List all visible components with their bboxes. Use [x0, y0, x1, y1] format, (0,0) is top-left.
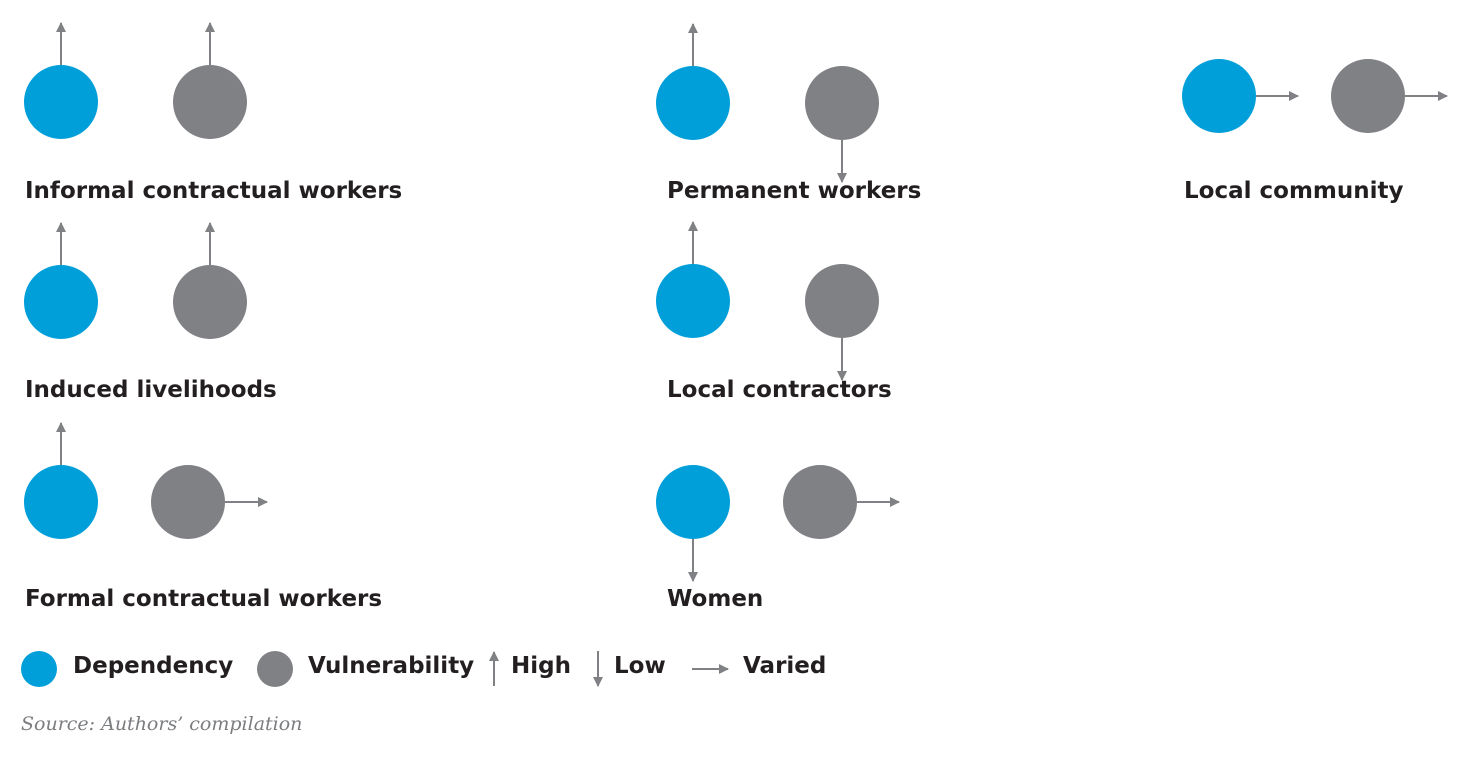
source-note: Source: Authors’ compilation [21, 713, 303, 735]
legend-dependency-label: Dependency [73, 653, 234, 679]
vulnerability-circle-informal-contractual-workers [173, 65, 247, 139]
legend-vulnerability-label: Vulnerability [308, 653, 475, 679]
dependency-circle-local-community [1182, 59, 1256, 133]
vulnerability-circle-permanent-workers [805, 66, 879, 140]
group-label-permanent-workers: Permanent workers [667, 178, 922, 204]
group-label-local-contractors: Local contractors [667, 377, 892, 403]
dependency-circle-informal-contractual-workers [24, 65, 98, 139]
dependency-circle-permanent-workers [656, 66, 730, 140]
legend-varied-label: Varied [743, 653, 827, 679]
group-label-informal-contractual-workers: Informal contractual workers [25, 178, 403, 204]
dependency-circle-formal-contractual-workers [24, 465, 98, 539]
group-label-local-community: Local community [1184, 178, 1404, 204]
legend-dependency-circle [21, 651, 57, 687]
vulnerability-circle-induced-livelihoods [173, 265, 247, 339]
dependency-circle-women [656, 465, 730, 539]
group-label-women: Women [667, 586, 764, 612]
group-label-induced-livelihoods: Induced livelihoods [25, 377, 277, 403]
dependency-circle-induced-livelihoods [24, 265, 98, 339]
legend-low-label: Low [614, 653, 666, 679]
vulnerability-circle-local-community [1331, 59, 1405, 133]
group-label-formal-contractual-workers: Formal contractual workers [25, 586, 383, 612]
vulnerability-circle-formal-contractual-workers [151, 465, 225, 539]
legend-vulnerability-circle [257, 651, 293, 687]
dependency-circle-local-contractors [656, 264, 730, 338]
vulnerability-circle-local-contractors [805, 264, 879, 338]
vulnerability-circle-women [783, 465, 857, 539]
legend-high-label: High [511, 653, 571, 679]
